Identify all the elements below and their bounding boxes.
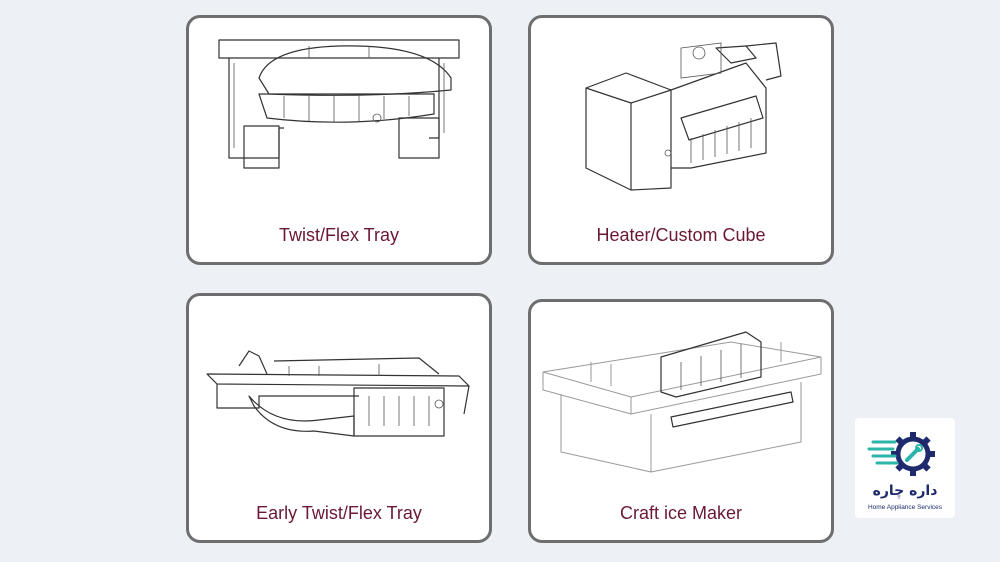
card-label: Early Twist/Flex Tray [256, 503, 422, 523]
twist-flex-tray-illustration [218, 39, 460, 169]
card-craft-ice-maker: Craft ice Maker [528, 299, 834, 543]
logo-subtitle: Home Appliance Services [867, 504, 943, 511]
logo-title: داره چاره [873, 483, 938, 499]
card-early-twist-flex-tray: Early Twist/Flex Tray [186, 293, 492, 543]
early-twist-flex-tray-illustration [206, 350, 470, 437]
card-twist-flex-tray: Twist/Flex Tray [186, 15, 492, 265]
card-label: Twist/Flex Tray [278, 225, 399, 245]
brand-logo: داره چاره Home Appliance Services [855, 418, 955, 518]
gear-wrench-icon: داره چاره [867, 432, 938, 499]
heater-custom-cube-illustration [585, 42, 782, 191]
card-heater-custom-cube: Heater/Custom Cube [528, 15, 834, 265]
card-label: Heater/Custom Cube [596, 225, 766, 245]
card-label: Craft ice Maker [619, 503, 743, 523]
craft-ice-maker-illustration [542, 331, 822, 473]
